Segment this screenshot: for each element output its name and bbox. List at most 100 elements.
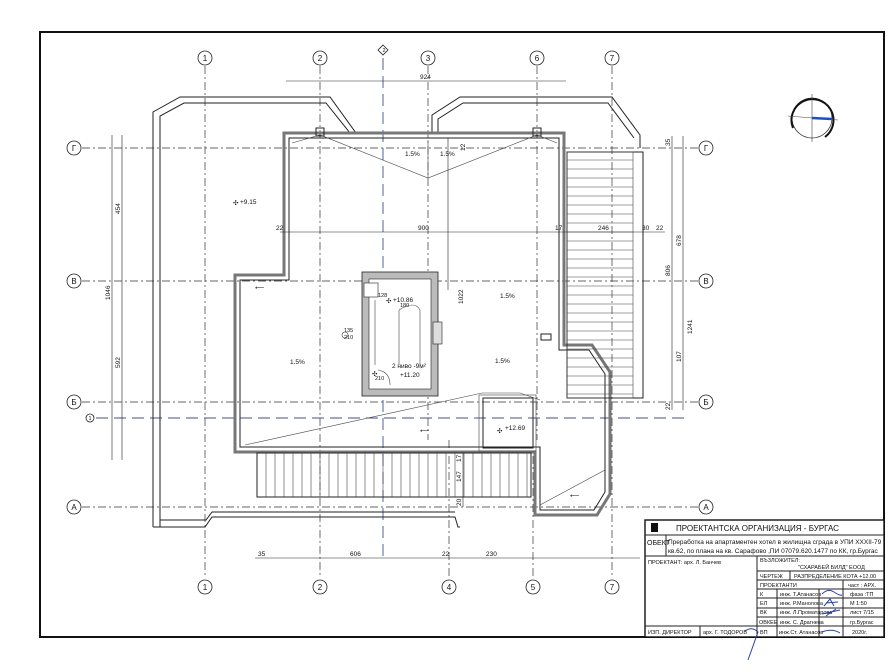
right-deck-strip: [566, 151, 644, 399]
svg-text:Б: Б: [71, 398, 76, 407]
svg-text:3: 3: [426, 54, 431, 63]
svg-text:7: 7: [610, 54, 615, 63]
svg-text:ВП: ВП: [760, 630, 768, 636]
slope-labels: 1.5% 1.5% 1.5% 1.5% 1.5% ⟵ ⟵ ⟵: [255, 151, 580, 500]
svg-text:147: 147: [456, 471, 463, 482]
svg-text:ПРОЕКТАНТ: арх. Л. Банчев: ПРОЕКТАНТ: арх. Л. Банчев: [648, 560, 721, 566]
svg-text:1.5%: 1.5%: [495, 358, 510, 365]
svg-text:✣: ✣: [233, 199, 239, 207]
svg-text:35: 35: [258, 551, 266, 558]
svg-text:ЧЕРТЕЖ: ЧЕРТЕЖ: [760, 574, 783, 580]
svg-text:210: 210: [375, 376, 384, 382]
svg-text:⟵: ⟵: [420, 428, 430, 435]
north-arrow-icon: [787, 94, 839, 142]
svg-text:лист 7/15: лист 7/15: [850, 610, 874, 616]
svg-text:2: 2: [318, 583, 323, 592]
svg-text:1: 1: [203, 583, 208, 592]
sheet-frame: [39, 31, 885, 638]
svg-text:⟵: ⟵: [255, 285, 265, 292]
svg-text:900: 900: [418, 225, 429, 232]
svg-text:А: А: [703, 503, 709, 512]
svg-text:678: 678: [676, 235, 683, 246]
svg-text:инж. Т.Атанасов: инж. Т.Атанасов: [780, 592, 821, 598]
svg-text:гр.Бургас: гр.Бургас: [850, 620, 874, 626]
grid-bubbles-bottom: 1 2 4 5 7: [197, 579, 620, 595]
svg-text:2: 2: [382, 48, 385, 54]
svg-text:1: 1: [88, 416, 91, 422]
svg-text:606: 606: [350, 551, 361, 558]
svg-text:17: 17: [555, 225, 563, 232]
svg-text:1.5%: 1.5%: [440, 151, 455, 158]
elevation-marks: ✣+9.15 ✣+10.86 ✣+11.20 ✣+12.69: [233, 199, 525, 435]
svg-text:22: 22: [442, 551, 450, 558]
svg-text:1.5%: 1.5%: [500, 293, 515, 300]
svg-text:1.5%: 1.5%: [290, 359, 305, 366]
svg-text:ПРОЕКТАНТСКА ОРГАНИЗАЦИЯ - БУР: ПРОЕКТАНТСКА ОРГАНИЗАЦИЯ - БУРГАС: [676, 524, 839, 533]
svg-text:✣: ✣: [386, 297, 392, 305]
svg-text:806: 806: [665, 265, 672, 276]
svg-text:⟵: ⟵: [570, 493, 580, 500]
svg-text:ИЗП. ДИРЕКТОР: ИЗП. ДИРЕКТОР: [648, 630, 692, 636]
svg-text:1: 1: [203, 54, 208, 63]
svg-text:6: 6: [535, 54, 540, 63]
svg-text:22: 22: [276, 225, 284, 232]
grid-bubbles-rows: Г В Б А Г В Б А 1: [66, 140, 714, 515]
svg-text:5: 5: [531, 583, 536, 592]
svg-text:фаза :ТП: фаза :ТП: [850, 592, 874, 598]
svg-text:част : АРХ.: част : АРХ.: [848, 583, 877, 589]
svg-text:1046: 1046: [105, 285, 112, 300]
svg-text:1022: 1022: [458, 289, 465, 304]
svg-text:592: 592: [115, 357, 122, 368]
svg-text:ОБЕКТ: ОБЕКТ: [647, 540, 671, 547]
svg-text:✣: ✣: [372, 370, 378, 378]
title-block: ПРОЕКТАНТСКА ОРГАНИЗАЦИЯ - БУРГАС ОБЕКТ …: [644, 519, 885, 661]
svg-text:454: 454: [115, 203, 122, 214]
roof-outline: [233, 127, 612, 517]
svg-text:Преработка на апартаментен хот: Преработка на апартаментен хотел в жилищ…: [668, 538, 882, 546]
svg-text:Г: Г: [72, 144, 77, 153]
svg-text:246: 246: [598, 225, 609, 232]
svg-text:кв.62, по плана на кв. Сарафо: кв.62, по плана на кв. Сарафово ,ПИ 0707…: [668, 548, 879, 555]
svg-text:А: А: [71, 503, 77, 512]
svg-text:230: 230: [486, 551, 497, 558]
svg-text:✣: ✣: [497, 427, 503, 435]
svg-text:30: 30: [642, 225, 650, 232]
svg-text:инж. Р.Манолова: инж. Р.Манолова: [780, 601, 824, 607]
svg-text:"СХАРАБЕЙ БИЛД" ЕООД: "СХАРАБЕЙ БИЛД" ЕООД: [798, 563, 865, 571]
svg-text:К: К: [760, 592, 764, 598]
svg-text:22: 22: [656, 225, 664, 232]
svg-text:ВЪЗЛОЖИТЕЛ:: ВЪЗЛОЖИТЕЛ:: [760, 558, 800, 564]
svg-text:+10.86: +10.86: [393, 297, 413, 304]
svg-text:+9.15: +9.15: [240, 199, 257, 206]
svg-text:128: 128: [378, 293, 387, 299]
svg-text:РАЗПРЕДЕЛЕНИЕ КОТА +12.00: РАЗПРЕДЕЛЕНИЕ КОТА +12.00: [794, 574, 876, 580]
svg-text:+12.69: +12.69: [505, 425, 525, 432]
svg-text:В: В: [703, 277, 708, 286]
svg-text:180: 180: [400, 303, 409, 309]
bottom-deck-strip: [256, 452, 532, 498]
svg-text:17: 17: [456, 454, 463, 462]
svg-text:20: 20: [456, 498, 463, 506]
svg-text:2020г.: 2020г.: [852, 630, 868, 636]
stair-core: 128 180 135 210 2 ниво -9м² 210: [341, 271, 443, 397]
svg-text:Г: Г: [704, 144, 709, 153]
svg-text:12: 12: [460, 143, 467, 151]
svg-text:+11.20: +11.20: [400, 372, 420, 379]
svg-text:2: 2: [318, 54, 323, 63]
svg-text:Б: Б: [703, 398, 708, 407]
svg-text:210: 210: [344, 335, 353, 341]
terrace-box: [482, 397, 534, 449]
svg-text:ВК: ВК: [760, 610, 768, 616]
svg-text:107: 107: [676, 351, 683, 362]
svg-text:арх. Г. ТОДОРОВ: арх. Г. ТОДОРОВ: [703, 630, 747, 636]
svg-text:924: 924: [420, 74, 431, 81]
eaves-outline: [152, 96, 641, 528]
svg-text:35: 35: [665, 138, 672, 146]
svg-text:1.5%: 1.5%: [405, 151, 420, 158]
dimensions: 924 900 22 17 246 30 22 454 1046 592 35 …: [105, 74, 694, 559]
svg-text:7: 7: [610, 583, 615, 592]
svg-text:В: В: [71, 277, 76, 286]
svg-text:ПРОЕКТАНТИ: ПРОЕКТАНТИ: [760, 583, 797, 589]
svg-text:22: 22: [665, 402, 672, 410]
